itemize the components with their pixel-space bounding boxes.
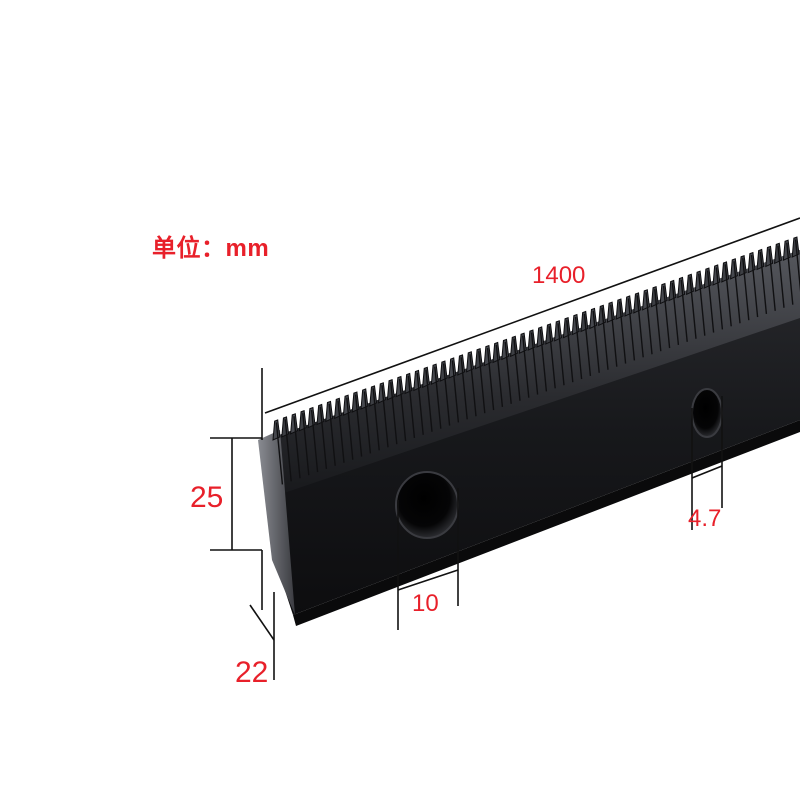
tooth-groove bbox=[768, 248, 776, 311]
tooth-groove bbox=[319, 406, 328, 470]
tooth-groove bbox=[777, 245, 785, 308]
tooth-groove bbox=[363, 391, 372, 454]
width-dimension: 22 bbox=[235, 656, 269, 689]
large-mounting-hole bbox=[395, 471, 459, 539]
tooth-groove bbox=[698, 273, 706, 336]
tooth-groove bbox=[530, 332, 539, 395]
tooth-groove bbox=[425, 369, 433, 432]
tooth-groove bbox=[354, 394, 363, 457]
tooth-groove bbox=[398, 378, 407, 442]
tooth-groove bbox=[504, 341, 512, 404]
tooth-groove bbox=[390, 382, 398, 445]
tooth-groove bbox=[742, 258, 750, 321]
tooth-groove bbox=[601, 307, 609, 370]
tooth-groove bbox=[451, 360, 460, 423]
tooth-groove bbox=[610, 304, 618, 367]
tooth-groove bbox=[583, 313, 592, 377]
tooth-groove bbox=[724, 264, 732, 327]
tooth-groove bbox=[275, 422, 284, 485]
tooth-groove bbox=[434, 366, 442, 429]
tooth-groove bbox=[539, 329, 548, 392]
tooth-groove bbox=[662, 285, 671, 349]
tooth-groove bbox=[407, 375, 416, 439]
tooth-groove bbox=[733, 261, 741, 324]
tooth-groove bbox=[346, 397, 354, 460]
tooth-groove bbox=[372, 388, 380, 451]
tooth-groove bbox=[680, 279, 688, 342]
tooth-groove bbox=[786, 242, 794, 305]
tooth-groove bbox=[627, 298, 636, 361]
tooth-groove bbox=[750, 254, 759, 318]
tooth-groove bbox=[442, 363, 451, 426]
tooth-groove bbox=[566, 320, 574, 383]
tooth-groove bbox=[557, 323, 565, 386]
tooth-groove bbox=[513, 338, 521, 401]
tooth-groove bbox=[328, 403, 336, 466]
tooth-groove bbox=[310, 409, 319, 473]
unit-label: 单位：mm bbox=[152, 235, 270, 262]
rack-end-face bbox=[258, 430, 295, 615]
gear-teeth bbox=[272, 236, 800, 485]
tooth-groove bbox=[416, 372, 424, 435]
tooth-groove bbox=[548, 326, 556, 389]
tooth-groove bbox=[302, 413, 310, 476]
tooth-groove bbox=[469, 354, 477, 417]
tooth-groove bbox=[759, 251, 768, 315]
tooth-groove bbox=[478, 351, 486, 414]
tooth-groove bbox=[689, 276, 697, 339]
height-dimension: 25 bbox=[190, 481, 224, 514]
tooth-groove bbox=[486, 347, 495, 411]
dimension-lines bbox=[210, 217, 800, 680]
tooth-groove bbox=[645, 292, 653, 355]
tooth-groove bbox=[636, 295, 644, 358]
tooth-groove bbox=[293, 416, 301, 479]
tooth-groove bbox=[574, 316, 583, 380]
tooth-groove bbox=[381, 385, 389, 448]
tooth-groove bbox=[495, 344, 504, 408]
tooth-groove bbox=[284, 419, 292, 482]
small-hole-dimension: 4.7 bbox=[688, 505, 722, 532]
tooth-groove bbox=[654, 289, 662, 352]
tooth-groove bbox=[794, 239, 800, 293]
tooth-groove bbox=[671, 282, 680, 346]
tooth-groove bbox=[522, 335, 530, 398]
tooth-groove bbox=[715, 267, 724, 330]
length-dimension: 1400 bbox=[532, 262, 586, 289]
tooth-groove bbox=[460, 357, 468, 420]
tooth-groove bbox=[337, 400, 345, 463]
tooth-groove bbox=[706, 270, 715, 333]
rack-bottom-edge bbox=[293, 420, 800, 626]
small-mounting-hole bbox=[691, 388, 723, 438]
large-hole-dimension: 10 bbox=[412, 590, 439, 617]
tooth-groove bbox=[618, 301, 627, 364]
tooth-groove bbox=[592, 310, 600, 373]
